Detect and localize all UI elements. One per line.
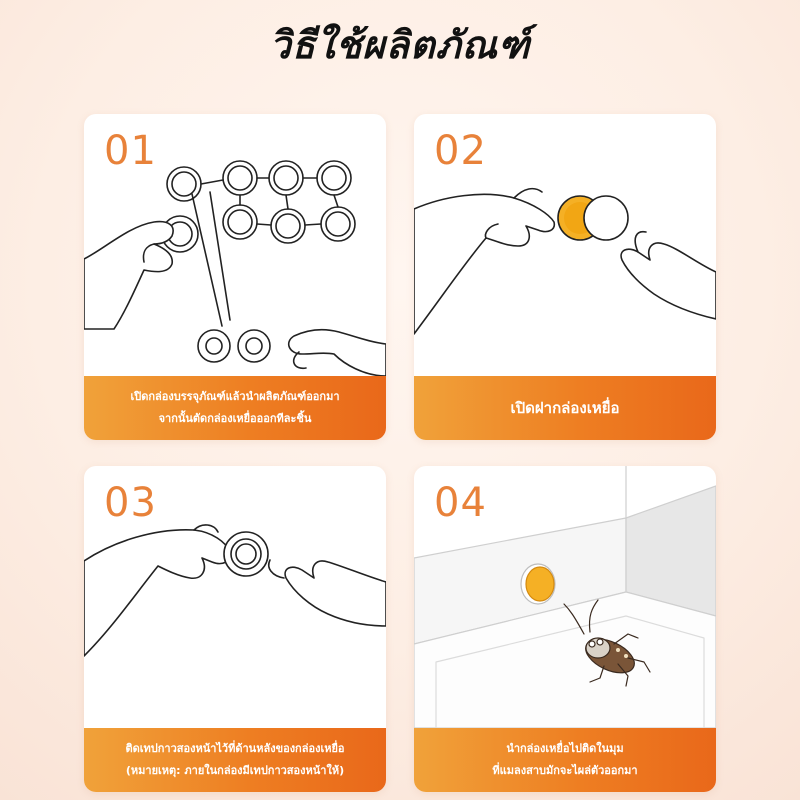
bait-box-back-icon (223, 531, 269, 577)
step-caption: เปิดฝากล่องเหยื่อ (414, 376, 716, 440)
right-hand-icon (287, 328, 386, 376)
step-caption: นำกล่องเหยื่อไปติดในมุม ที่แมลงสาบมักจะไ… (414, 728, 716, 792)
caption-line: (หมายเหตุ: ภายในกล่องมีเทปกาวสองหน้าให้) (125, 764, 345, 777)
step-card-1: 01 เปิดกล่องบรรจุภัณฑ์แล้วนำผลิตภัณฑ์ออก… (84, 114, 386, 440)
step-2-illustration (414, 187, 716, 335)
step-number: 02 (434, 128, 487, 174)
scissors-icon (191, 191, 271, 363)
room-corner-icon (414, 466, 716, 728)
caption-line: จากนั้นตัดกล่องเหยื่อออกทีละชิ้น (158, 412, 312, 425)
step-4-illustration (414, 466, 716, 728)
left-hand-icon (84, 529, 232, 657)
page-title: วิธีใช้ผลิตภัณฑ์ (269, 23, 531, 67)
bait-box-icon (557, 195, 629, 241)
bait-box-sheet-icon (161, 160, 356, 253)
caption-line: ที่แมลงสาบมักจะไผล่ตัวออกมา (492, 764, 638, 777)
step-number: 04 (434, 480, 487, 526)
step-number: 03 (104, 480, 157, 526)
caption-line: นำกล่องเหยื่อไปติดในมุม (506, 742, 624, 755)
left-hand-icon (414, 193, 556, 335)
step-caption: เปิดกล่องบรรจุภัณฑ์แล้วนำผลิตภัณฑ์ออกมา … (84, 376, 386, 440)
right-hand-icon (620, 242, 716, 320)
step-caption: ติดเทปกาวสองหน้าไว้ที่ด้านหลังของกล่องเห… (84, 728, 386, 792)
left-hand-icon (84, 220, 174, 330)
cockroach-icon (563, 599, 651, 687)
step-card-2: 02 เปิดฝากล่องเหยื่อ (414, 114, 716, 440)
step-card-3: 03 ติดเทปกาวสองหน้าไว้ที่ด้านหลังของกล่อ… (84, 466, 386, 792)
caption-line: ติดเทปกาวสองหน้าไว้ที่ด้านหลังของกล่องเห… (125, 742, 345, 755)
step-1-illustration (84, 160, 386, 376)
caption-line: เปิดฝากล่องเหยื่อ (510, 399, 620, 417)
step-card-4: 04 นำกล่องเหยื่อไปติดในมุม ที่แมลงสาบมัก… (414, 466, 716, 792)
step-number: 01 (104, 128, 157, 174)
step-3-illustration (84, 524, 386, 657)
right-hand-icon (284, 560, 386, 627)
caption-line: เปิดกล่องบรรจุภัณฑ์แล้วนำผลิตภัณฑ์ออกมา (130, 390, 340, 403)
bait-box-icon (520, 563, 556, 605)
